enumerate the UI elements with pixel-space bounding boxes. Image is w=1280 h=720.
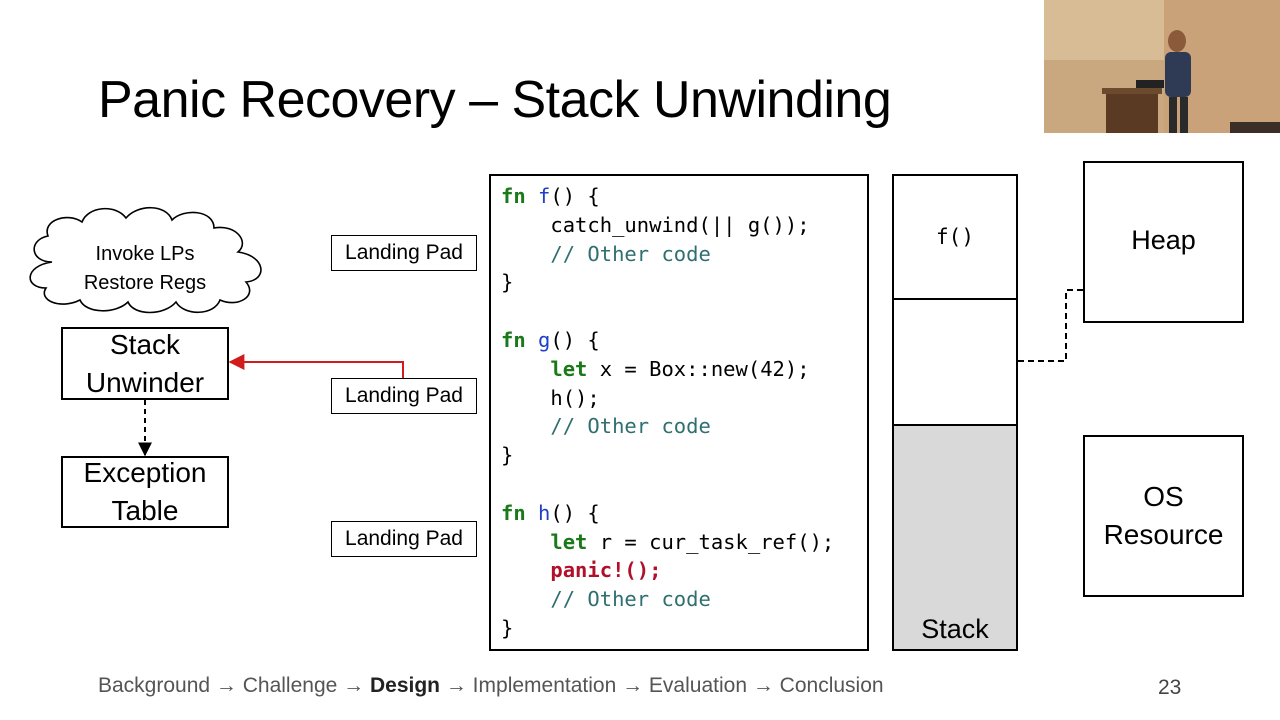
- code-line: fn h() {: [501, 499, 834, 528]
- code-line: fn f() {: [501, 182, 834, 211]
- code-listing: fn f() { catch_unwind(|| g()); // Other …: [489, 174, 869, 651]
- heap-label: Heap: [1131, 225, 1196, 255]
- code-token: [501, 530, 550, 554]
- code-line: catch_unwind(|| g());: [501, 211, 834, 240]
- code-token: fn: [501, 327, 539, 352]
- code-token: catch_unwind(|| g());: [501, 212, 810, 237]
- code-token: panic!();: [550, 558, 662, 583]
- speaker-video: [1044, 0, 1280, 133]
- code-line: }: [501, 614, 834, 643]
- code-token: () {: [550, 327, 600, 352]
- code-token: // Other code: [501, 587, 711, 612]
- cloud-line-2: Restore Regs: [83, 272, 207, 294]
- stack-unwinder-line-2: Unwinder: [85, 366, 205, 398]
- stack-label: Stack: [921, 614, 989, 644]
- code-token: () {: [550, 184, 600, 208]
- code-token: }: [501, 615, 514, 640]
- code-token: // Other code: [501, 414, 711, 439]
- stack-frame-g: [894, 300, 1016, 426]
- unwind-arrow: [228, 354, 404, 380]
- code-line: [501, 470, 834, 499]
- code-token: [501, 357, 550, 381]
- code-token: }: [501, 443, 514, 468]
- code-line: let r = cur_task_ref();: [501, 528, 834, 557]
- stack-column: f() Stack: [892, 174, 1018, 651]
- code-line: panic!();: [501, 556, 834, 585]
- code-line: [501, 297, 834, 326]
- code-line: }: [501, 268, 834, 297]
- slide-title: Panic Recovery – Stack Unwinding: [98, 71, 892, 129]
- landing-pad-g: Landing Pad: [331, 378, 477, 414]
- code-line: // Other code: [501, 240, 834, 269]
- stack-unwinder-box: Stack Unwinder: [61, 327, 229, 400]
- stack-free-space: [894, 426, 1016, 649]
- code-line: // Other code: [501, 585, 834, 614]
- code-token: f: [538, 184, 551, 208]
- landing-pad-h: Landing Pad: [331, 521, 477, 557]
- code-token: r = cur_task_ref();: [587, 529, 835, 554]
- code-token: // Other code: [501, 241, 711, 266]
- code-token: x = Box::new(42);: [587, 356, 810, 381]
- os-resource-line-2: Resource: [1103, 519, 1224, 550]
- heap-box: Heap: [1083, 161, 1244, 323]
- section-breadcrumb: Background → Challenge → Design → Implem…: [98, 674, 884, 698]
- stack-frame-f: f(): [894, 176, 1016, 300]
- code-line: // Other code: [501, 412, 834, 441]
- landing-pad-f: Landing Pad: [331, 235, 477, 271]
- cloud-line-1: Invoke LPs: [95, 243, 195, 265]
- code-token: g: [538, 327, 551, 352]
- exception-table-box: Exception Table: [61, 456, 229, 528]
- code-token: () {: [550, 500, 600, 525]
- os-resource-box: OS Resource: [1083, 435, 1244, 597]
- code-line: }: [501, 441, 834, 470]
- code-token: let: [550, 529, 588, 554]
- code-line: h();: [501, 384, 834, 413]
- code-line: let x = Box::new(42);: [501, 355, 834, 384]
- breadcrumb-before: Background → Challenge →: [98, 674, 370, 697]
- exception-table-line-2: Table: [111, 495, 179, 526]
- code-token: [501, 558, 550, 582]
- code-token: fn: [501, 500, 539, 525]
- breadcrumb-after: → Implementation → Evaluation → Conclusi…: [440, 674, 884, 697]
- stack-unwinder-line-1: Stack: [109, 328, 181, 360]
- breadcrumb-current: Design: [370, 674, 441, 697]
- code-token: fn: [501, 184, 539, 208]
- code-token: h: [538, 500, 551, 525]
- code-line: fn g() {: [501, 326, 834, 355]
- os-resource-line-1: OS: [1143, 481, 1184, 512]
- code-token: h();: [501, 385, 600, 410]
- exception-table-line-1: Exception: [83, 457, 207, 488]
- cloud-text: Invoke LPs Restore Regs: [60, 240, 230, 298]
- page-number: 23: [1158, 676, 1182, 699]
- code-token: }: [501, 270, 514, 295]
- code-lines: fn f() { catch_unwind(|| g()); // Other …: [501, 182, 834, 643]
- code-token: let: [550, 356, 588, 381]
- cloud-shape: [29, 206, 262, 314]
- speaker-video-image: [1044, 0, 1280, 133]
